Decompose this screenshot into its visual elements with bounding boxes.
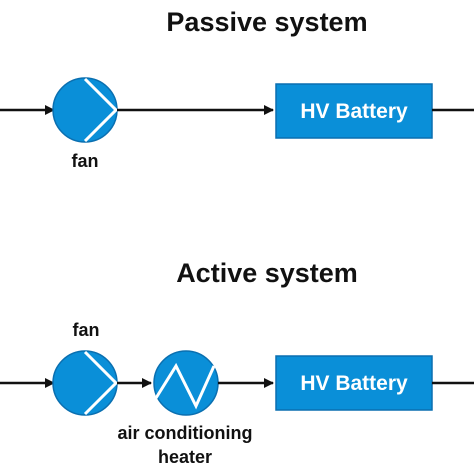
active-battery-label: HV Battery bbox=[300, 372, 408, 395]
heater-icon bbox=[153, 350, 219, 416]
ac-heater-label-line1: air conditioning bbox=[117, 423, 253, 443]
active-fan-icon bbox=[52, 350, 119, 416]
active-system-title: Active system bbox=[176, 258, 358, 288]
passive-fan-icon bbox=[52, 77, 119, 143]
passive-fan-label: fan bbox=[71, 151, 99, 171]
passive-system-title: Passive system bbox=[166, 7, 368, 37]
passive-battery-label: HV Battery bbox=[300, 100, 408, 123]
passive-battery-box bbox=[275, 83, 433, 139]
active-fan-label: fan bbox=[72, 320, 100, 340]
ac-heater-label: air conditioning heater bbox=[100, 421, 270, 469]
active-battery-box bbox=[275, 355, 433, 411]
ac-heater-label-line2: heater bbox=[157, 447, 213, 467]
